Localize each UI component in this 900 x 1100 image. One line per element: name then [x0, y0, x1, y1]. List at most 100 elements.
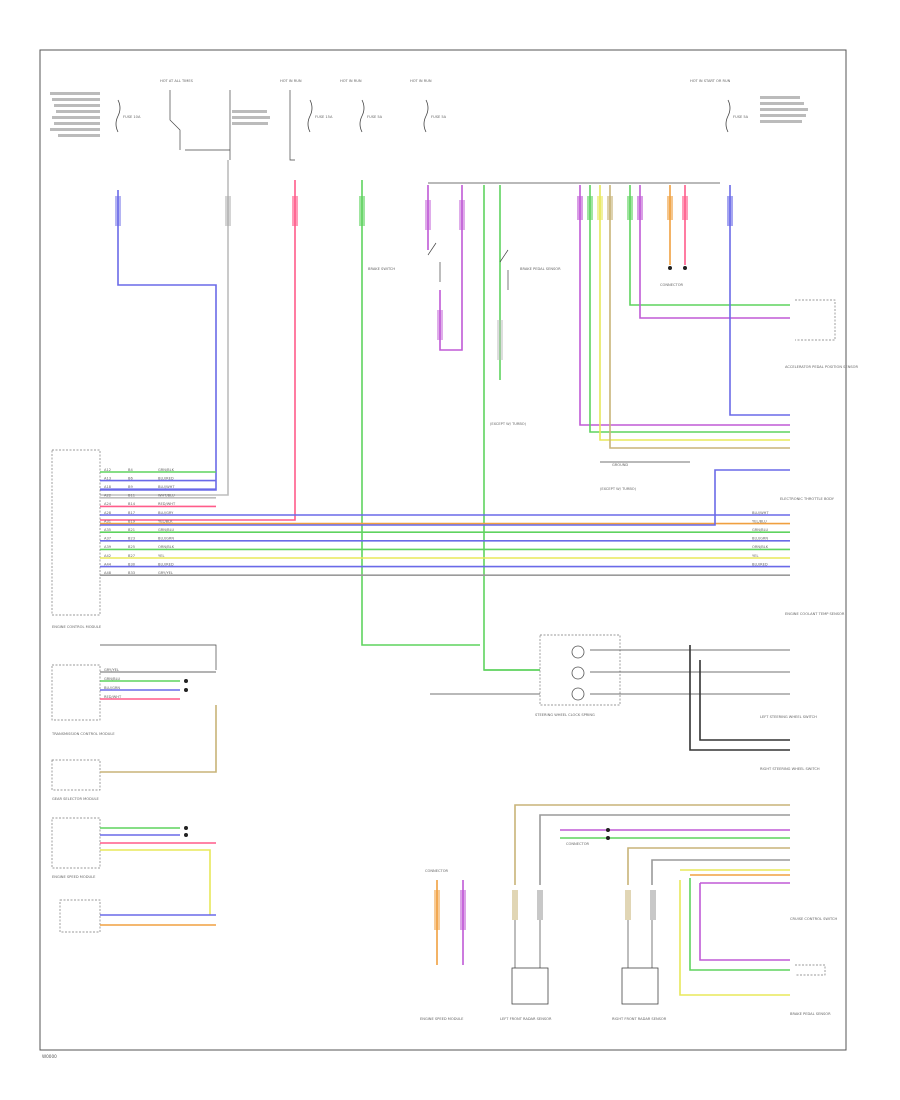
ecm-pin-a: A48 [104, 571, 112, 575]
ecm-wire-code: WHT/BLU [158, 494, 175, 498]
fuse-4: FUSE 5A [423, 99, 447, 133]
ecm-pin-a: A39 [104, 545, 112, 549]
wire-black-2 [699, 660, 790, 741]
svg-text:ENGINE SPEED MODULE: ENGINE SPEED MODULE [52, 875, 96, 879]
fuse-5: FUSE 5A [725, 99, 749, 133]
svg-text:FUSE 10A: FUSE 10A [123, 115, 141, 119]
svg-text:CRUISE CONTROL SWITCH: CRUISE CONTROL SWITCH [790, 917, 837, 921]
gear-selector-module: GEAR SELECTOR MODULE [51, 705, 217, 801]
ecm-pin-b: B19 [128, 519, 136, 523]
throttle-body: ELECTRONIC THROTTLE BODY [780, 497, 835, 501]
right-wire-code: BLU/GRN [752, 537, 768, 541]
figure-id: W0000 [42, 1054, 57, 1059]
splice-connector-1: CONNECTOR [660, 266, 687, 287]
wire-violet-bottom-2 [699, 882, 790, 961]
svg-text:STEERING WHEEL CLOCK SPRING: STEERING WHEEL CLOCK SPRING [535, 713, 595, 717]
right-steering-switch: RIGHT STEERING WHEEL SWITCH [760, 767, 820, 771]
ecm-pin-a: A24 [104, 502, 112, 506]
svg-text:FUSE 15A: FUSE 15A [315, 115, 333, 119]
wire-blue-link [100, 469, 790, 526]
ground-label: GROUND [600, 461, 690, 467]
wire-blue-r [729, 185, 790, 416]
svg-text:ACCELERATOR PEDAL POSITION SEN: ACCELERATOR PEDAL POSITION SENSOR [785, 365, 858, 369]
ecm-wire-code: BLU/WHT [158, 485, 175, 489]
tcm-module: TRANSMISSION CONTROL MODULE [51, 664, 115, 736]
svg-text:FUSE 5A: FUSE 5A [733, 115, 749, 119]
relay-switch [169, 90, 295, 161]
top-left-text-block [50, 92, 100, 137]
ecm-pin-b: B25 [128, 545, 135, 549]
wire-yellow-bottom-2 [679, 880, 790, 996]
ecm-wire-code: BLU/RED [158, 562, 174, 566]
ecm-pin-b: B30 [128, 562, 136, 566]
ecm-pin-b: B21 [128, 528, 135, 532]
ecm-wire-code: ORN/BLK [158, 545, 175, 549]
svg-text:ENGINE COOLANT TEMP SENSOR: ENGINE COOLANT TEMP SENSOR [785, 612, 845, 616]
steering-wheel-clock-spring: STEERING WHEEL CLOCK SPRING [535, 634, 621, 717]
svg-text:CONNECTOR: CONNECTOR [566, 842, 590, 846]
right-wire-code: YEL [752, 554, 758, 558]
diagram-frame [39, 49, 847, 1051]
tcm-wire-code: RED/WHT [104, 695, 122, 699]
connector-pins-top [577, 196, 733, 226]
svg-text:GEAR SELECTOR MODULE: GEAR SELECTOR MODULE [52, 797, 99, 801]
wire-yellow-r1 [599, 185, 790, 441]
svg-text:RIGHT STEERING WHEEL SWITCH: RIGHT STEERING WHEEL SWITCH [760, 767, 820, 771]
svg-text:CONNECTOR: CONNECTOR [425, 869, 449, 873]
accel-pedal-sensor: ACCELERATOR PEDAL POSITION SENSOR [785, 299, 858, 369]
right-wire-code: YEL/BLU [752, 519, 767, 523]
svg-text:ELECTRONIC THROTTLE BODY: ELECTRONIC THROTTLE BODY [780, 497, 835, 501]
ecm-wire-code: BLU/GRN [158, 537, 174, 541]
tcm-wire-code: GRN/BLU [104, 677, 120, 681]
wire-label-blue-1 [115, 196, 121, 226]
ecm-pin-b: B17 [128, 511, 135, 515]
left-radar-sensor: LEFT FRONT RADAR SENSOR [500, 967, 552, 1021]
wire-pink-1 [100, 180, 296, 521]
ecm-pin-a: A31 [104, 519, 111, 523]
hot-label-1: HOT AT ALL TIMES [160, 79, 194, 83]
wire-violet-1 [427, 185, 463, 351]
ecm-pin-a: A44 [104, 562, 112, 566]
bottom-center-label: ENGINE SPEED MODULE [420, 1017, 464, 1021]
ecm-pin-a: A13 [104, 476, 111, 480]
fuse-3: FUSE 5A [359, 99, 383, 133]
ecm-pin-b: B14 [128, 502, 136, 506]
wire-green-1 [361, 180, 480, 646]
wire-green-2 [483, 185, 540, 671]
wire-black-1 [689, 645, 790, 751]
ecm-wire-code: GRY/YEL [158, 571, 173, 575]
wire-gray-bottom [539, 814, 790, 885]
wire-gray-bottom-2 [651, 859, 790, 885]
ecm-pin-a: A12 [104, 468, 111, 472]
wire-green-bottom-2 [689, 878, 790, 971]
wire-green-r [589, 185, 790, 433]
svg-text:LEFT FRONT RADAR SENSOR: LEFT FRONT RADAR SENSOR [500, 1017, 552, 1021]
left-steering-switch: LEFT STEERING WHEEL SWITCH [760, 715, 817, 719]
ecm-pin-b: B11 [128, 494, 135, 498]
ecm-wire-code: GRN/BLK [158, 468, 175, 472]
ref-label-2: (EXCEPT W/ TURBO) [600, 487, 637, 491]
right-wire-code: ORN/BLK [752, 545, 769, 549]
ecm-wire-code: YEL/BLK [158, 519, 173, 523]
hot-label-3: HOT IN RUN [340, 79, 362, 83]
svg-text:TRANSMISSION CONTROL MODULE: TRANSMISSION CONTROL MODULE [51, 732, 115, 736]
svg-text:BRAKE PEDAL SENSOR: BRAKE PEDAL SENSOR [790, 1012, 831, 1016]
ecm-wire-code: BLU/RED [158, 476, 174, 480]
tcm-wire-code: GRY/YEL [104, 668, 119, 672]
wire-violet-r [579, 185, 790, 426]
ecm-module: ENGINE CONTROL MODULE [51, 449, 102, 629]
ecm-pin-b: B4 [128, 468, 133, 472]
svg-text:BRAKE PEDAL SENSOR: BRAKE PEDAL SENSOR [520, 267, 561, 271]
hot-label-2: HOT IN RUN [280, 79, 302, 83]
hot-label-5: HOT IN START OR RUN [690, 79, 731, 83]
wire-tan-bottom-2 [627, 847, 790, 885]
svg-text:RIGHT FRONT RADAR SENSOR: RIGHT FRONT RADAR SENSOR [612, 1017, 667, 1021]
svg-text:ENGINE CONTROL MODULE: ENGINE CONTROL MODULE [52, 625, 102, 629]
right-wire-code: GRN/BLU [752, 528, 768, 532]
ecm-pin-a: A28 [104, 511, 112, 515]
ecm-pin-a: A22 [104, 494, 111, 498]
svg-text:CONNECTOR: CONNECTOR [660, 283, 684, 287]
ecm-pin-a: A18 [104, 485, 112, 489]
